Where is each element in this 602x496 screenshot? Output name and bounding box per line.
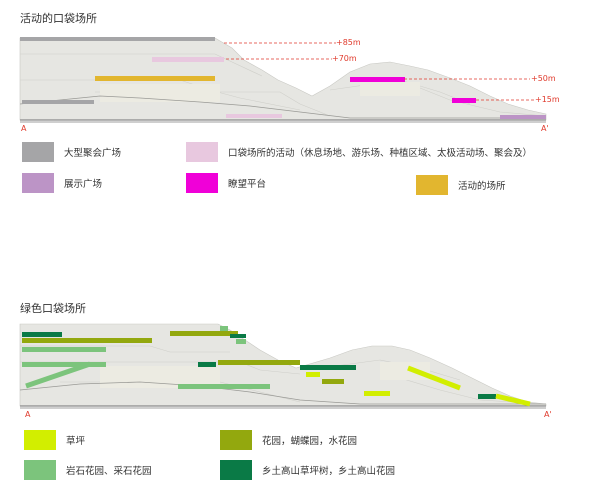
legend-swatch-display-plaza <box>22 173 54 193</box>
pocket-activity-upper <box>152 57 224 62</box>
legend-label-garden: 花园，蝴蝶园，水花园 <box>262 436 358 447</box>
garden-bar-1 <box>22 338 152 343</box>
section1-title: 活动的口袋场所 <box>20 12 97 25</box>
axis-label-end: A' <box>544 410 552 419</box>
section2-elevation-diagram: A A' <box>19 323 552 419</box>
pocket-activity-low <box>226 114 282 118</box>
legend-label-display-plaza: 展示广场 <box>64 179 103 190</box>
rock-garden-step-2 <box>236 339 246 344</box>
legend-swatch-activity-place <box>416 175 448 195</box>
native-alpine-bar-2 <box>198 362 216 367</box>
legend-swatch-lawn <box>24 430 56 450</box>
legend-label-rock-garden: 岩石花园、采石花园 <box>66 466 152 477</box>
section2-title: 绿色口袋场所 <box>20 302 86 315</box>
lawn-bar-1 <box>306 372 320 377</box>
native-alpine-bar-4 <box>300 365 356 370</box>
rock-garden-slope <box>25 361 91 389</box>
gathering-plaza-low <box>22 100 94 104</box>
legend-label-lawn: 草坪 <box>66 436 86 447</box>
axis-label-start: A <box>21 124 27 133</box>
legend-item-display-plaza: 展示广场 <box>22 173 102 193</box>
lawn-bar-2 <box>364 391 390 396</box>
legend-swatch-native-alpine <box>220 460 252 480</box>
legend-label-pocket-activity: 口袋场所的活动（休息场地、游乐场、种植区域、太极活动场、聚会及） <box>228 148 533 159</box>
elevation-label-85: +85m <box>336 38 361 47</box>
lawn-slope-1 <box>407 365 461 391</box>
legend-label-lookout-platform: 瞭望平台 <box>228 179 267 190</box>
legend-item-lookout-platform: 瞭望平台 <box>186 173 266 193</box>
garden-bar-3 <box>218 360 300 365</box>
display-plaza-bar <box>500 115 546 119</box>
lookout-platform-2 <box>452 98 476 103</box>
legend-item-garden: 花园，蝴蝶园，水花园 <box>220 430 357 450</box>
legend-swatch-lookout-platform <box>186 173 218 193</box>
legend-item-pocket-activity: 口袋场所的活动（休息场地、游乐场、种植区域、太极活动场、聚会及） <box>186 142 532 162</box>
legend-label-activity-place: 活动的场所 <box>458 181 506 192</box>
rock-garden-step-1 <box>220 326 228 331</box>
native-alpine-bar-5 <box>478 394 496 399</box>
legend-swatch-garden <box>220 430 252 450</box>
gathering-plaza-top <box>20 37 215 41</box>
garden-bar-2 <box>170 331 238 336</box>
elevation-label-70: +70m <box>332 54 357 63</box>
legend-label-native-alpine: 乡土高山草坪树，乡土高山花园 <box>262 466 396 477</box>
legend-item-native-alpine: 乡土高山草坪树，乡土高山花园 <box>220 460 395 480</box>
axis-label-start: A <box>25 410 31 419</box>
legend-swatch-pocket-activity <box>186 142 218 162</box>
rock-garden-bar-3 <box>178 384 270 389</box>
legend-item-activity-place: 活动的场所 <box>416 175 506 195</box>
native-alpine-bar-1 <box>22 332 62 337</box>
legend-label-gathering-plaza: 大型聚会广场 <box>64 148 122 159</box>
legend-item-lawn: 草坪 <box>24 430 85 450</box>
elevation-label-50: +50m <box>531 74 556 83</box>
terrain-ridge <box>19 95 546 119</box>
native-alpine-bar-3 <box>230 334 246 338</box>
rock-garden-bar-2 <box>22 362 106 367</box>
elevation-label-15: +15m <box>535 95 560 104</box>
lookout-platform-1 <box>350 77 405 82</box>
garden-bar-4 <box>322 379 344 384</box>
legend-item-gathering-plaza: 大型聚会广场 <box>22 142 121 162</box>
rock-garden-bar-1 <box>22 347 106 352</box>
legend-swatch-gathering-plaza <box>22 142 54 162</box>
lawn-slope-2 <box>495 393 531 407</box>
section1-elevation-diagram: +85m +70m +50m +15m A A' <box>19 37 560 133</box>
terrain-hatch <box>100 82 420 102</box>
terrain-hatch <box>100 362 430 388</box>
legend-item-rock-garden: 岩石花园、采石花园 <box>24 460 152 480</box>
legend-swatch-rock-garden <box>24 460 56 480</box>
activity-place-bar <box>95 76 215 81</box>
axis-label-end: A' <box>541 124 549 133</box>
